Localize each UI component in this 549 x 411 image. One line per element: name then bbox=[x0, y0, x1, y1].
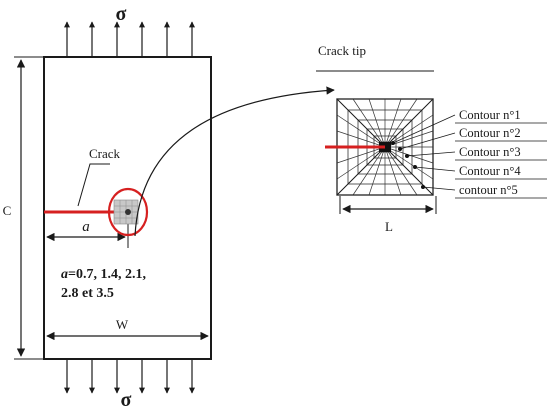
dimension-w-label: W bbox=[116, 317, 129, 332]
top-stress-arrows bbox=[64, 21, 195, 56]
mesh-spoke bbox=[336, 146, 386, 164]
contour-marker bbox=[398, 147, 402, 151]
contour-marker bbox=[421, 185, 425, 189]
mesh-spoke bbox=[384, 146, 434, 164]
contour-label: Contour n°4 bbox=[459, 164, 521, 178]
mesh-spoke bbox=[352, 146, 386, 196]
contour-leader bbox=[392, 114, 456, 144]
mesh-spoke bbox=[336, 130, 386, 148]
dimension-l-label: L bbox=[385, 219, 393, 234]
mesh-spoke bbox=[336, 114, 386, 148]
crack-tip-mesh-small bbox=[113, 199, 139, 225]
mesh-spoke bbox=[384, 146, 418, 196]
crack-tip-highlight-ellipse bbox=[107, 187, 149, 237]
contour-leader bbox=[414, 166, 456, 172]
mesh-spoke bbox=[384, 146, 402, 196]
crack-lengths-variable: a bbox=[61, 267, 68, 282]
mesh-spoke bbox=[336, 146, 386, 180]
sigma-top-label: σ bbox=[116, 3, 127, 25]
mesh-diagonal bbox=[389, 151, 434, 196]
crack-leader bbox=[77, 163, 110, 207]
mesh-spoke bbox=[384, 146, 434, 180]
contour-label: Contour n°2 bbox=[459, 126, 521, 140]
crack-label: Crack bbox=[89, 146, 121, 161]
mesh-spoke bbox=[384, 98, 402, 148]
mesh-spoke bbox=[352, 98, 386, 148]
contour-label: Contour n°3 bbox=[459, 145, 521, 159]
bottom-stress-arrows bbox=[64, 360, 195, 394]
crack-lengths-line1: a=0.7, 1.4, 2.1, bbox=[61, 267, 146, 282]
contour-leader bbox=[422, 186, 456, 191]
mesh-spoke bbox=[384, 98, 418, 148]
contour-label: contour n°5 bbox=[459, 183, 518, 197]
dimension-l bbox=[339, 196, 437, 214]
specimen-plate bbox=[43, 56, 212, 360]
contour-marker bbox=[391, 141, 395, 145]
contour-marker bbox=[405, 154, 409, 158]
crack-lengths-values-1: =0.7, 1.4, 2.1, bbox=[68, 267, 146, 282]
contour-marker bbox=[413, 165, 417, 169]
dimension-c bbox=[14, 56, 44, 360]
mesh-diagonal bbox=[336, 151, 381, 196]
mesh-spoke bbox=[368, 146, 386, 196]
dimension-a-label: a bbox=[82, 219, 90, 235]
contour-leader bbox=[406, 151, 456, 157]
crack-lengths-line2: 2.8 et 3.5 bbox=[61, 286, 114, 301]
mesh-diagonal bbox=[336, 98, 381, 143]
crack-tip-label: Crack tip bbox=[318, 43, 366, 58]
contour-leader bbox=[399, 132, 456, 150]
dimension-c-label: C bbox=[3, 203, 12, 218]
mesh-diagonal bbox=[389, 98, 434, 143]
contour-label: Contour n°1 bbox=[459, 108, 521, 122]
sigma-bottom-label: σ bbox=[121, 389, 132, 411]
zoom-connector-arrow bbox=[134, 86, 335, 237]
mesh-spoke bbox=[368, 98, 386, 148]
